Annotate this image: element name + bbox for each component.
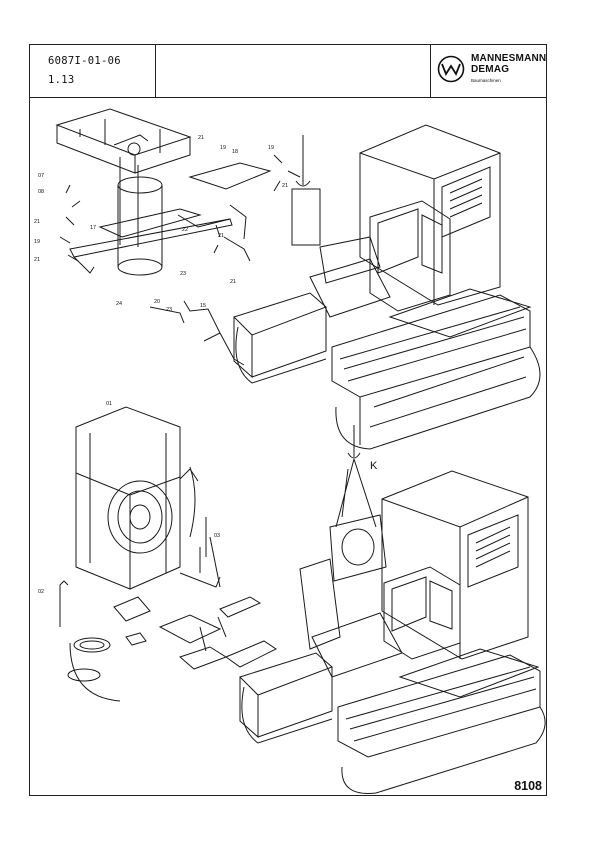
page-reference: 1.13 bbox=[48, 74, 75, 86]
callout-label: 08 bbox=[38, 189, 44, 195]
callout-label: 21 bbox=[34, 219, 40, 225]
callout-label: 23 bbox=[180, 271, 186, 277]
exploded-frame-bottom bbox=[59, 406, 277, 702]
detail-label-k: K bbox=[370, 460, 378, 472]
callout-label: 15 bbox=[200, 303, 206, 309]
callout-label: 22 bbox=[182, 227, 188, 233]
callout-label: 21 bbox=[218, 233, 224, 239]
callout-labels-top: 07 08 21 19 21 17 21 19 18 19 21 22 23 2… bbox=[34, 135, 288, 313]
excavator-bottom bbox=[239, 425, 546, 794]
callout-label: 18 bbox=[232, 149, 238, 155]
callout-label: 19 bbox=[220, 145, 226, 151]
excavator-top bbox=[233, 124, 541, 450]
callout-label: 23 bbox=[166, 307, 172, 313]
brand-name: MANNESMANN bbox=[471, 53, 547, 64]
brand-cell: MANNESMANN DEMAG Baumaschinen bbox=[430, 45, 546, 97]
callout-label: 02 bbox=[38, 589, 44, 595]
callout-labels-bottom: 01 02 03 bbox=[38, 401, 220, 595]
mannesmann-demag-logo-icon bbox=[437, 55, 465, 83]
doc-id-cell: 6087I-01-06 1.13 bbox=[30, 45, 156, 97]
callout-label: 24 bbox=[116, 301, 122, 307]
callout-label: 21 bbox=[198, 135, 204, 141]
brand-subtitle: Baumaschinen bbox=[471, 78, 501, 83]
exploded-frame-top bbox=[55, 108, 301, 366]
sheet-number: 8108 bbox=[514, 779, 542, 793]
callout-label: 21 bbox=[34, 257, 40, 263]
callout-label: 17 bbox=[90, 225, 96, 231]
callout-label: 19 bbox=[268, 145, 274, 151]
technical-drawing: 07 08 21 19 21 17 21 19 18 19 21 22 23 2… bbox=[34, 108, 546, 794]
title-block: 6087I-01-06 1.13 MANNESMANN DEMAG Baumas… bbox=[30, 45, 546, 98]
callout-label: 21 bbox=[230, 279, 236, 285]
callout-label: 07 bbox=[38, 173, 44, 179]
callout-label: 19 bbox=[34, 239, 40, 245]
doc-number: 6087I-01-06 bbox=[48, 55, 121, 67]
page-frame: 6087I-01-06 1.13 MANNESMANN DEMAG Baumas… bbox=[29, 44, 547, 796]
title-cell-empty bbox=[156, 45, 456, 97]
callout-label: 20 bbox=[154, 299, 160, 305]
brand-name-line2: DEMAG bbox=[471, 64, 510, 75]
callout-label: 21 bbox=[282, 183, 288, 189]
callout-label: 03 bbox=[214, 533, 220, 539]
callout-label: 01 bbox=[106, 401, 112, 407]
